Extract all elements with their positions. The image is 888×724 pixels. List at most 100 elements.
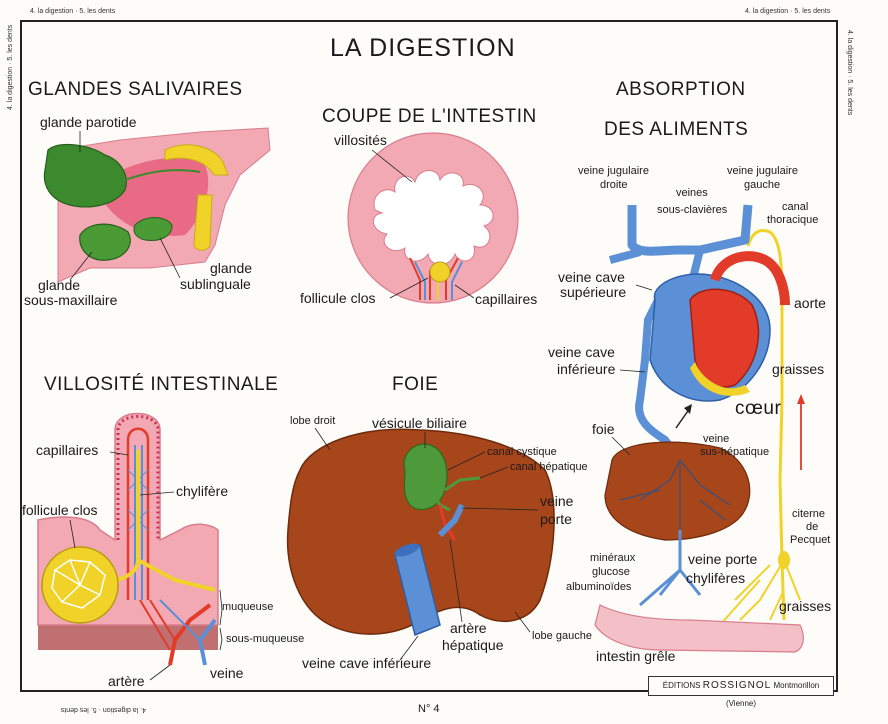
label-villus-artery: artère — [108, 673, 145, 689]
hepatic-artery — [438, 504, 457, 541]
gallbladder — [403, 443, 448, 511]
lymph-network — [719, 559, 801, 626]
margin-text-left-side: 4. la digestion · 5. les dents — [7, 24, 14, 110]
label-villus-capillaries: capillaires — [36, 442, 98, 458]
label-parotid: glande parotide — [40, 114, 137, 130]
label-subclavian-1: veines — [676, 187, 708, 199]
label-sublingual-2: sublinguale — [180, 276, 251, 292]
label-submucosa: sous-muqueuse — [226, 633, 304, 645]
label-gallbladder: vésicule biliaire — [372, 415, 467, 431]
label-liver-artery-2: hépatique — [442, 637, 504, 653]
label-jugular-left-1: veine jugulaire — [727, 165, 798, 177]
section-veins — [414, 261, 463, 300]
label-absorption-liver: foie — [592, 421, 615, 437]
publisher-prefix: ÉDITIONS — [662, 681, 701, 690]
palate-bone — [164, 144, 229, 176]
intestine-section-panel: COUPE DE L'INTESTIN villosités follicule… — [300, 106, 537, 307]
label-sublingual-1: glande — [210, 260, 252, 276]
villus-heading: VILLOSITÉ INTESTINALE — [44, 374, 278, 395]
margin-text-top-right: 4. la digestion · 5. les dents — [745, 8, 831, 15]
margin-text-top-left: 4. la digestion · 5. les dents — [30, 8, 116, 15]
label-cystic-duct: canal cystique — [487, 446, 557, 458]
absorption-heading-1: ABSORPTION — [616, 79, 746, 100]
label-thoracic-1: canal — [782, 201, 808, 213]
portal-vein — [437, 503, 465, 538]
liver-vessels — [619, 459, 731, 530]
intestine-lumen — [372, 170, 494, 265]
label-svc-1: veine cave — [558, 269, 625, 285]
label-aorta: aorte — [794, 295, 826, 311]
margin-text-right-side: 4. la digestion · 5. les dents — [846, 30, 853, 116]
label-section-follicle: follicule clos — [300, 290, 375, 306]
parotid-gland — [43, 144, 127, 208]
sublingual-gland — [133, 217, 173, 241]
label-jugular-left-2: gauche — [744, 179, 780, 191]
follicle-network — [51, 559, 106, 609]
salivary-heading: GLANDES SALIVAIRES — [28, 79, 243, 100]
label-right-lobe: lobe droit — [290, 415, 335, 427]
sublingual-duct — [193, 194, 213, 251]
villus-panel: VILLOSITÉ INTESTINALE capillaires chylif… — [22, 374, 304, 689]
page-title: LA DIGESTION — [330, 34, 516, 62]
villus-epithelium — [116, 415, 160, 540]
label-liver-artery-1: artère — [450, 620, 487, 636]
label-liver-ivc: veine cave inférieure — [302, 655, 431, 671]
margin-text-bottom-left: 4. la digestion · 5. les dents — [60, 706, 146, 713]
label-albumin: albuminoïdes — [566, 581, 632, 593]
label-villus-follicle: follicule clos — [22, 502, 97, 518]
label-hepatic-duct: canal hépatique — [510, 461, 588, 473]
small-intestine — [594, 604, 804, 653]
label-cistern-3: Pecquet — [790, 534, 830, 546]
liver-panel: FOIE lobe droit vésicule biliaire canal … — [286, 374, 592, 671]
label-left-lobe: lobe gauche — [532, 630, 592, 642]
label-thoracic-2: thoracique — [767, 214, 818, 226]
salivary-glands-panel: GLANDES SALIVAIRES glande parotide gland… — [24, 79, 271, 308]
label-ivc-1: veine cave — [548, 344, 615, 360]
label-heart: cœur — [735, 398, 782, 419]
label-chyliferes: chylifères — [686, 570, 745, 586]
villus-artery — [168, 603, 212, 666]
label-villi: villosités — [334, 132, 387, 148]
label-fats-bottom: graisses — [779, 598, 831, 614]
publisher-box: ÉDITIONS ROSSIGNOL Montmorillon (Vienne) — [648, 676, 834, 708]
absorption-heading-2: DES ALIMENTS — [604, 119, 748, 140]
label-fats-top: graisses — [772, 361, 824, 377]
liver-body — [286, 428, 555, 635]
label-glucose: glucose — [592, 566, 630, 578]
absorption-liver — [604, 441, 751, 541]
label-submax-2: sous-maxillaire — [24, 292, 118, 308]
submucosa-layer — [38, 625, 218, 650]
label-subclavian-2: sous-clavières — [657, 204, 728, 216]
heart-fat — [690, 362, 750, 396]
submaxillary-gland — [79, 223, 131, 261]
section-follicle — [429, 261, 451, 283]
label-jugular-right-2: droite — [600, 179, 628, 191]
label-mucosa: muqueuse — [222, 601, 273, 613]
portal-vein-absorption — [639, 530, 702, 607]
label-portal-2: porte — [540, 511, 572, 527]
label-villus-chylifere: chylifère — [176, 483, 228, 499]
label-villus-vein: veine — [210, 665, 244, 681]
aorta — [710, 251, 790, 306]
publisher-name: ROSSIGNOL — [702, 680, 772, 691]
label-jugular-right-1: veine jugulaire — [578, 165, 649, 177]
label-hepatic-vein-1: veine — [703, 433, 729, 445]
intestine-section-heading: COUPE DE L'INTESTIN — [322, 106, 537, 127]
label-submax-1: glande — [38, 277, 80, 293]
label-portal-vein: veine porte — [688, 551, 757, 567]
parotid-duct — [119, 169, 201, 183]
label-section-capillaries: capillaires — [475, 291, 537, 307]
label-hepatic-vein-2: sus-hépatique — [700, 446, 769, 458]
cistern-of-pecquet — [778, 551, 790, 569]
label-portal-1: veine — [540, 493, 574, 509]
label-ivc-2: inférieure — [557, 361, 616, 377]
vena-cava — [635, 298, 684, 463]
label-cistern-1: citerne — [792, 508, 825, 520]
liver-heading: FOIE — [392, 374, 438, 395]
villus-capillary-loop — [126, 427, 150, 600]
jugular-subclavian-veins — [627, 204, 753, 256]
label-svc-2: supérieure — [560, 284, 626, 300]
page-number: N° 4 — [418, 703, 440, 715]
